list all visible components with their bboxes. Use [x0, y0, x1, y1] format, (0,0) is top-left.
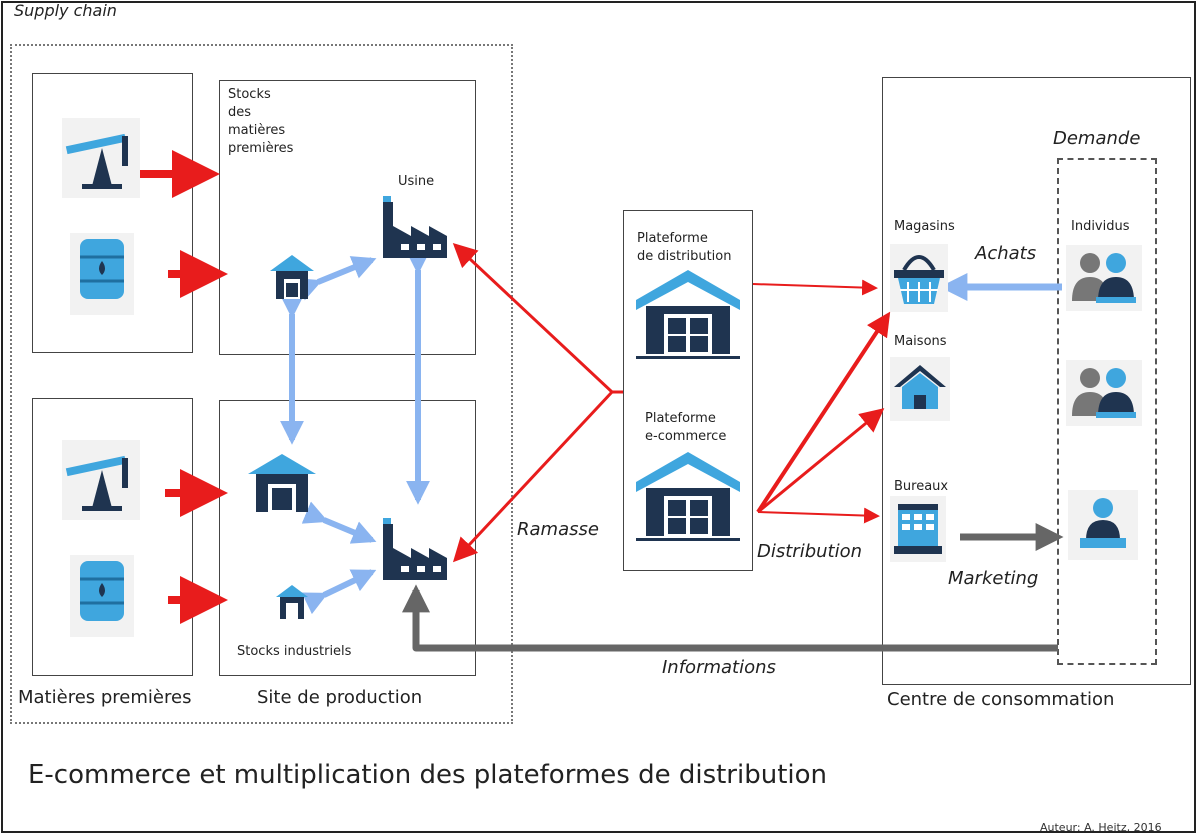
author-credit: Auteur: A. Heitz, 2016: [1040, 821, 1162, 834]
distribution-platform-label: Plateforme de distribution: [637, 231, 732, 264]
marketing-label: Marketing: [948, 568, 1039, 589]
people-icon: [1066, 360, 1142, 426]
ecommerce-platform-label: Plateforme e-commerce: [645, 411, 727, 444]
house-icon: [890, 357, 950, 421]
office-worker-icon: [1068, 490, 1138, 560]
shopping-basket-icon: [890, 244, 948, 312]
informations-label: Informations: [662, 657, 776, 678]
supply-chain-region: [10, 44, 513, 724]
demand-box: [1057, 158, 1157, 665]
people-icon: [1066, 245, 1142, 311]
distribution-platform-icon: [636, 270, 740, 359]
stocks-raw-label: Stocks des matières premières: [228, 87, 294, 156]
achats-label: Achats: [975, 243, 1037, 264]
ramasse-arrows: [452, 242, 623, 563]
usine-label: Usine: [398, 174, 435, 189]
warehouse-icon: [248, 454, 316, 512]
production-flow-arrows: [280, 250, 430, 615]
ramasse-label: Ramasse: [517, 519, 599, 540]
demand-label: Demande: [1053, 128, 1141, 149]
factory-icon: [383, 196, 447, 258]
homes-label: Maisons: [894, 334, 947, 349]
consumption-center-title: Centre de consommation: [887, 689, 1115, 710]
ecommerce-platform-icon: [636, 452, 740, 541]
office-building-icon: [890, 496, 946, 562]
oil-pump-icon: [62, 118, 140, 198]
raw-supply-arrows: [140, 150, 228, 624]
oil-barrel-icon: [70, 555, 134, 637]
distribution-label: Distribution: [757, 541, 863, 562]
warehouse-icon: [270, 255, 314, 299]
figure-title: E-commerce et multiplication des platefo…: [28, 760, 828, 790]
oil-pump-icon: [62, 440, 140, 520]
production-site-title: Site de production: [257, 687, 423, 708]
offices-label: Bureaux: [894, 479, 949, 494]
production-box-top: [219, 80, 476, 355]
informations-arrow: [402, 584, 1058, 652]
supply-chain-label: Supply chain: [14, 1, 117, 20]
raw-materials-title: Matières premières: [18, 687, 192, 708]
factory-icon: [383, 518, 447, 580]
distribution-arrows: [752, 279, 891, 524]
warehouse-icon: [276, 585, 308, 619]
oil-barrel-icon: [70, 233, 134, 315]
individuals-label: Individus: [1071, 219, 1130, 234]
stocks-industrial-label: Stocks industriels: [237, 644, 352, 659]
shops-label: Magasins: [894, 219, 955, 234]
